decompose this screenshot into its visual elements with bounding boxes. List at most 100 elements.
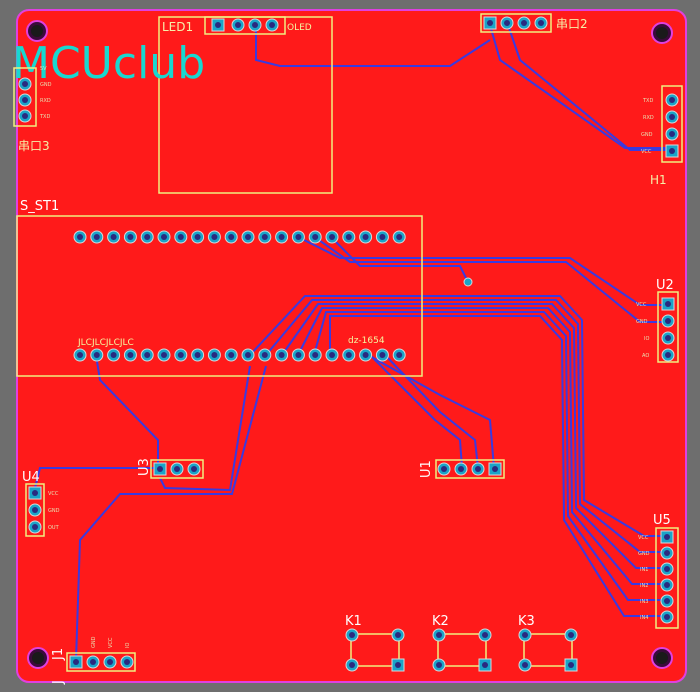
uart2-header [480,13,552,33]
dz-label: dz-1654 [348,336,385,346]
module-pad-hole [329,234,335,240]
button-k3 [518,628,578,672]
module-pad-hole [312,352,319,358]
u2-pin-1: VCC [636,302,647,308]
module-pad-hole [93,234,100,240]
uart3-header [13,67,37,127]
oled-pads [211,18,279,32]
s-st1-ref: S_ST1 [20,199,59,214]
module-pad-hole [127,234,134,240]
u2-pin-4: AO [642,353,649,359]
oled-module [158,16,333,194]
u2-header [657,291,679,363]
j-ref: J [51,680,66,685]
module-pad-hole [278,234,285,240]
module-pad-hole [194,352,201,358]
u5-ref: U5 [653,513,671,528]
u5-pin-2: GND [638,551,650,557]
j1-pin-1: GND [91,636,97,648]
module-pad-hole [396,234,403,240]
u4-pin-3: OUT [48,525,60,531]
u4-ref: U4 [22,470,40,485]
mounting-holes [26,20,673,669]
module-pad-hole [144,352,151,358]
u2-pin-2: GND [636,319,648,325]
j1-header [66,652,136,672]
module-pad-hole [211,352,218,358]
module-pad-hole [261,234,268,240]
k3-ref: K3 [518,614,535,629]
u5-pin-4: IN2 [640,583,648,589]
u5-pin-3: IN1 [640,567,648,573]
module-pad-hole [295,352,302,358]
module-pad-hole [362,352,369,358]
module-pad-hole [362,234,369,240]
module-pad-hole [228,234,235,240]
u4-pin-1: VCC [48,491,59,497]
u5-pin-5: IN3 [640,599,648,605]
module-pad-hole [245,234,251,240]
module-pad-hole [177,352,184,358]
module-pad-hole [77,234,83,240]
uart2-ref: 串口2 [556,17,588,31]
module-pad-hole [110,234,117,240]
module-pad-hole [161,234,167,240]
module-pad-hole [345,234,352,240]
module-pad-hole [93,352,100,358]
s-st1-top-pins [73,230,406,244]
module-pad-hole [379,352,386,358]
uart3-pin-1: 5V [40,66,47,72]
jlc-label: JLCJLCJLCJLC [77,338,134,348]
u5-header [655,527,679,629]
module-pad-hole [245,352,251,358]
via [463,277,473,287]
module-pad-hole [144,234,151,240]
module-pad-hole [194,234,201,240]
module-pad-hole [295,234,302,240]
s-st1-bottom-pins [73,348,406,362]
j1-pin-2: VCC [108,637,114,648]
module-pad-hole [127,352,134,358]
module-pad-hole [177,234,184,240]
k2-ref: K2 [432,614,449,629]
button-k1 [345,628,405,672]
module-pad-hole [161,352,167,358]
u2-ref: U2 [656,278,674,293]
module-pad-hole [77,352,83,358]
button-k2 [432,628,492,672]
j1-pin-3: IO [125,643,131,648]
h1-pin-4: VCC [641,149,652,155]
k1-ref: K1 [345,614,362,629]
oled-label: OLED [287,23,312,33]
u5-pin-6: IN4 [640,615,648,621]
module-pad-hole [228,352,235,358]
u2-pin-3: IO [644,336,649,342]
uart3-pin-4: TXD [39,114,50,120]
module-pad-hole [329,352,335,358]
u1-ref: U1 [419,460,434,478]
h1-pin-2: RXD [643,115,654,121]
u4-header [25,483,45,537]
u3-header [150,459,204,479]
u3-ref: U3 [137,458,152,476]
module-pad-hole [211,234,218,240]
module-pad-hole [110,352,117,358]
s-st1-module [16,215,423,377]
module-pad-hole [261,352,268,358]
u4-pin-2: GND [48,508,60,514]
h1-pin-3: GND [641,132,653,138]
module-pad-hole [278,352,285,358]
h1-header [661,85,683,163]
module-pad-hole [379,234,386,240]
led1-ref: LED1 [162,20,193,34]
logo-text: MCUclub [12,38,205,89]
uart3-pin-2: GND [40,82,52,88]
u5-pin-1: VCC [638,535,649,541]
uart3-ref: 串口3 [18,139,50,153]
module-pad-hole [312,234,319,240]
h1-ref: H1 [650,173,667,187]
j1-ref: J1 [51,648,66,661]
uart3-pin-3: RXD [40,98,51,104]
u1-header [435,459,505,479]
